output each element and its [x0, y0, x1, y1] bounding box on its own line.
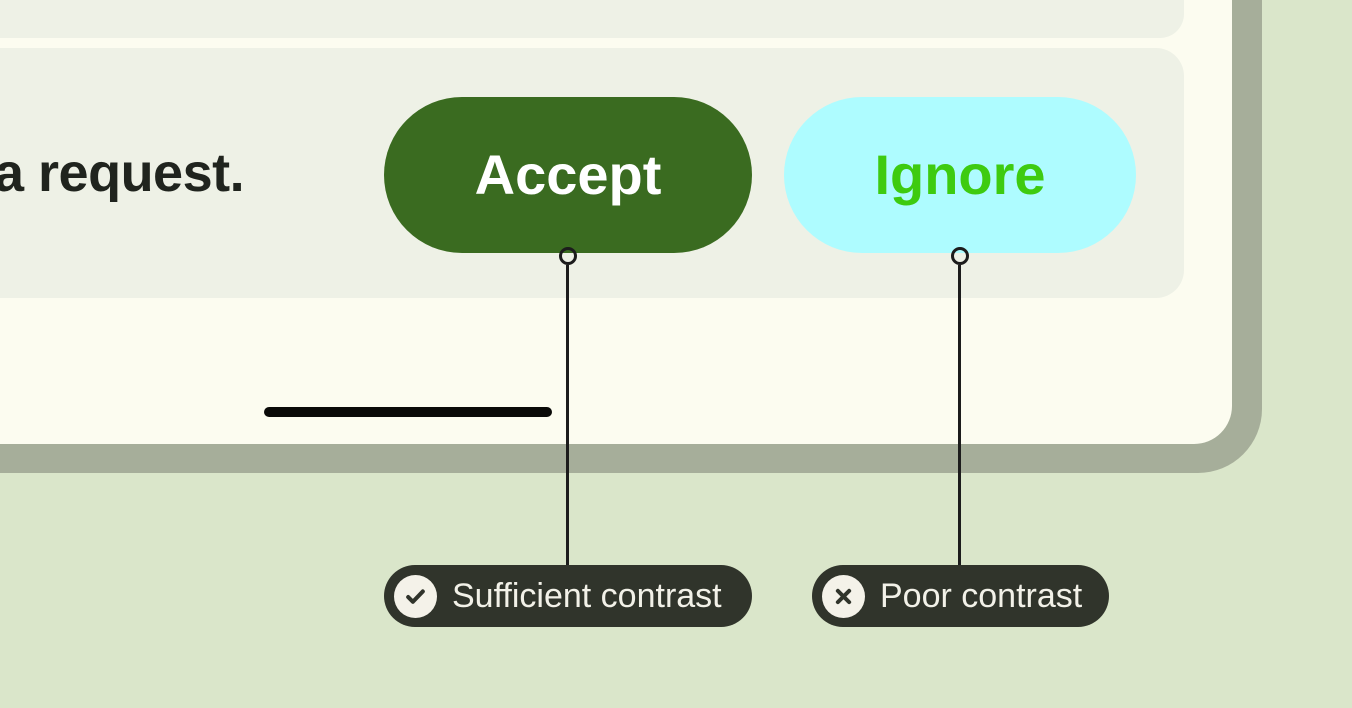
notification-message-text: a request. — [0, 143, 245, 203]
ignore-button[interactable]: Ignore — [784, 97, 1136, 253]
x-circle-icon — [822, 574, 865, 618]
accept-button[interactable]: Accept — [384, 97, 752, 253]
check-circle-icon — [394, 574, 437, 618]
annotation-label: Sufficient contrast — [452, 577, 722, 615]
connector-anchor-dot-ignore — [951, 247, 969, 265]
annotation-sufficient-contrast: Sufficient contrast — [384, 565, 752, 627]
notification-card-top — [0, 0, 1184, 38]
connector-anchor-dot-accept — [559, 247, 577, 265]
notification-card: a request. Accept Ignore — [0, 48, 1184, 298]
connector-line-accept — [566, 265, 569, 566]
home-indicator-bar — [264, 407, 552, 417]
connector-line-ignore — [958, 265, 961, 566]
annotation-poor-contrast: Poor contrast — [812, 565, 1110, 627]
annotation-label: Poor contrast — [880, 577, 1083, 615]
